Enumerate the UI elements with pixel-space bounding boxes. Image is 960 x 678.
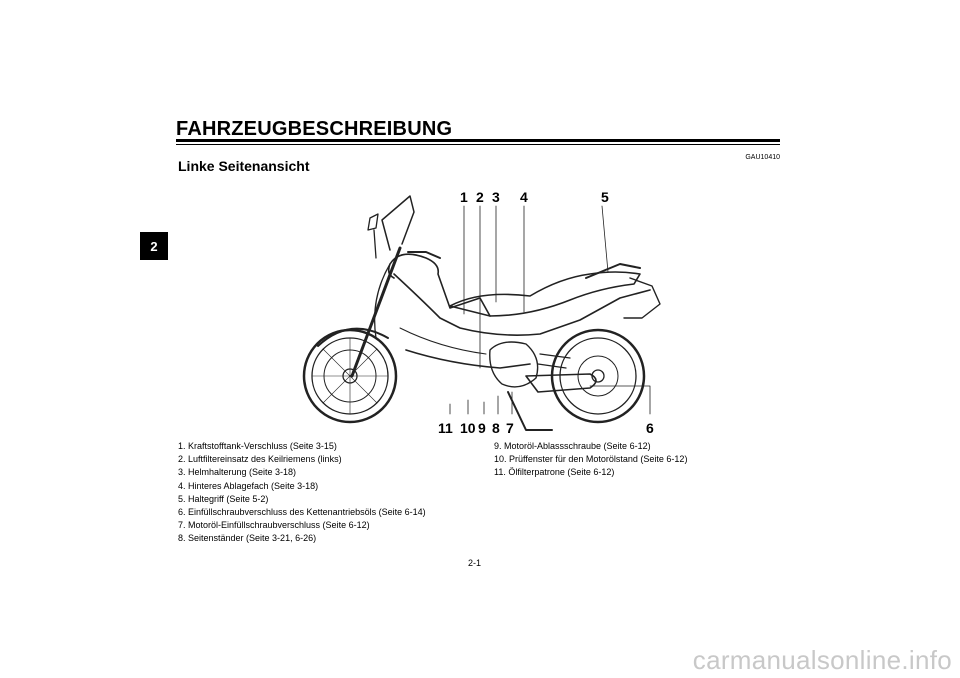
front-fork <box>350 246 402 378</box>
callout-5: 5 <box>601 189 609 205</box>
grab-handle <box>585 263 641 279</box>
callout-9: 9 <box>478 420 486 436</box>
callout-2: 2 <box>476 189 484 205</box>
title-rule-thin <box>176 144 780 145</box>
list-item: 2. Luftfiltereinsatz des Keilriemens (li… <box>178 454 342 465</box>
rear-wheel <box>550 328 646 424</box>
title-rule <box>176 139 780 142</box>
section-heading: Linke Seitenansicht <box>178 158 310 174</box>
motorcycle-illustration <box>302 195 661 431</box>
callout-lines <box>449 205 651 415</box>
side-stand <box>507 391 553 431</box>
handlebar <box>407 251 441 259</box>
swingarm <box>525 373 597 393</box>
list-item: 6. Einfüllschraubverschluss des Kettenan… <box>178 507 426 518</box>
list-item: 7. Motoröl-Einfüllschraubverschluss (Sei… <box>178 520 370 531</box>
leg-shield <box>373 263 391 339</box>
callout-4: 4 <box>520 189 528 205</box>
list-item: 10. Prüffenster für den Motorölstand (Se… <box>494 454 688 465</box>
parts-list-left: 1. Kraftstofftank-Verschluss (Seite 3-15… <box>178 440 426 546</box>
body-line <box>393 273 651 336</box>
front-cowl <box>387 253 491 317</box>
seat <box>449 271 641 317</box>
mirror <box>367 213 379 259</box>
side-panel <box>399 327 487 355</box>
floor-panel <box>405 349 531 369</box>
list-item: 3. Helmhalterung (Seite 3-18) <box>178 467 297 478</box>
list-item: 11. Ölfilterpatrone (Seite 6-12) <box>494 467 615 478</box>
parts-list-right: 9. Motoröl-Ablassschraube (Seite 6-12) 1… <box>494 440 687 480</box>
page-number: 2-1 <box>468 558 482 568</box>
list-item: 4. Hinteres Ablagefach (Seite 3-18) <box>178 480 319 491</box>
page-title: FAHRZEUGBESCHREIBUNG <box>176 118 453 140</box>
list-item: 5. Haltegriff (Seite 5-2) <box>178 493 269 504</box>
list-item: 9. Motoröl-Ablassschraube (Seite 6-12) <box>494 441 651 451</box>
callout-6: 6 <box>646 420 654 436</box>
engine <box>489 341 539 388</box>
callout-7: 7 <box>506 420 514 436</box>
list-item: 8. Seitenständer (Seite 3-21, 6-26) <box>178 533 317 544</box>
tail-fairing <box>623 277 661 319</box>
document-code: GAU10410 <box>745 154 780 161</box>
callout-8: 8 <box>492 420 500 436</box>
watermark: carmanualsonline.info <box>692 645 952 675</box>
callout-11: 11 <box>438 420 453 436</box>
callout-10: 10 <box>460 420 476 436</box>
front-fender <box>317 327 389 347</box>
chapter-tab: 2 <box>140 232 168 260</box>
callout-3: 3 <box>492 189 500 205</box>
list-item: 1. Kraftstofftank-Verschluss (Seite 3-15… <box>178 441 337 451</box>
windscreen <box>381 195 415 251</box>
exhaust <box>537 353 571 369</box>
callout-1: 1 <box>460 189 468 205</box>
front-wheel <box>302 328 398 424</box>
